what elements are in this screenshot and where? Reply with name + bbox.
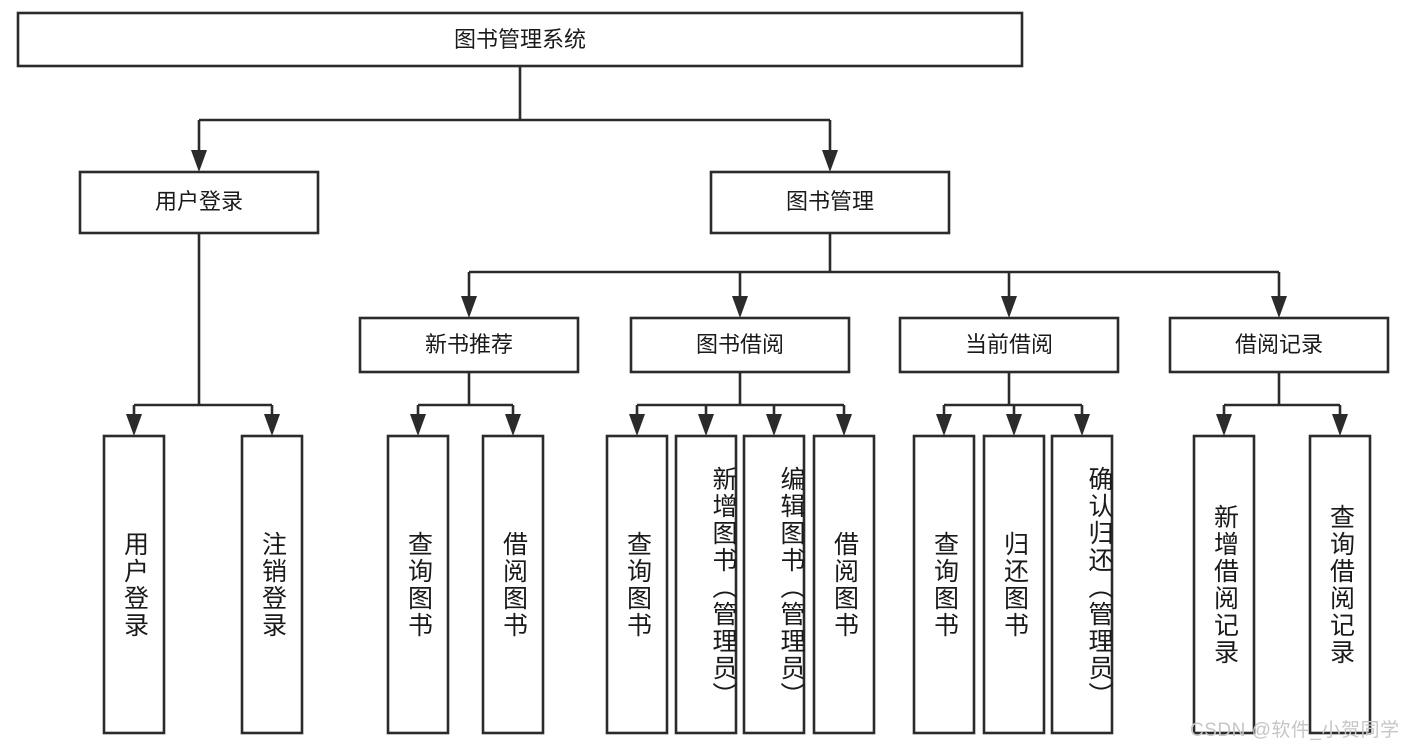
arrow-head-userlogin-0 (126, 414, 142, 436)
arrow-head-currentborrow-1 (1006, 414, 1022, 436)
node-borrow-record-box[interactable] (1168, 316, 1390, 374)
node-new-book-recommend[interactable]: 新书推荐 (358, 316, 580, 374)
leaf-box-book-borrow-3[interactable] (812, 434, 876, 735)
node-root[interactable]: 图书管理系统 (16, 11, 1024, 68)
node-new-book-recommend-label: 新书推荐 (425, 332, 513, 357)
csdn-watermark: CSDN @软件_小贺同学 (1190, 720, 1400, 741)
arrow-head-l1-1 (822, 150, 838, 172)
node-root-label: 图书管理系统 (454, 27, 586, 52)
leaf-box-current-borrow-0[interactable] (912, 434, 976, 735)
connector-group-book-manage (461, 233, 1287, 318)
node-user-login-box[interactable] (78, 170, 320, 235)
node-user-login-label: 用户登录 (155, 189, 243, 214)
node-borrow-record-label: 借阅记录 (1235, 332, 1323, 357)
connector-group-current-borrow (936, 372, 1090, 436)
leaf-box-new-book-0[interactable] (386, 434, 450, 735)
node-current-borrow[interactable]: 当前借阅 (898, 316, 1120, 374)
leaf-box-book-borrow-2[interactable] (742, 434, 806, 735)
connector-group-user-login (126, 233, 280, 436)
node-book-manage-label: 图书管理 (786, 189, 874, 214)
arrow-head-userlogin-1 (264, 414, 280, 436)
arrow-head-l2-2 (1001, 296, 1017, 318)
connector-group-root (191, 66, 838, 172)
connector-group-new-book (410, 372, 521, 436)
leaf-box-book-borrow-1[interactable] (674, 434, 738, 735)
node-borrow-record[interactable]: 借阅记录 (1168, 316, 1390, 374)
leaf-box-new-book-1[interactable] (481, 434, 545, 735)
arrow-head-currentborrow-0 (936, 414, 952, 436)
leaf-box-current-borrow-2[interactable] (1050, 434, 1114, 735)
arrow-head-bookborrow-1 (698, 414, 714, 436)
arrow-head-newbook-1 (505, 414, 521, 436)
leaf-box-user-login-1[interactable] (240, 434, 304, 735)
connector-group-book-borrow (629, 372, 852, 436)
arrow-head-l2-1 (732, 296, 748, 318)
leaf-box-user-login-0[interactable] (102, 434, 166, 735)
node-book-borrow[interactable]: 图书借阅 (629, 316, 851, 374)
arrow-head-newbook-0 (410, 414, 426, 436)
arrow-head-bookborrow-0 (629, 414, 645, 436)
leaf-box-book-borrow-0[interactable] (605, 434, 669, 735)
arrow-head-borrowrecord-0 (1216, 414, 1232, 436)
arrow-head-l2-3 (1271, 296, 1287, 318)
node-book-manage[interactable]: 图书管理 (709, 170, 951, 235)
leaf-box-current-borrow-1[interactable] (982, 434, 1046, 735)
leaf-box-borrow-record-1[interactable] (1308, 434, 1372, 735)
node-book-borrow-label: 图书借阅 (696, 332, 784, 357)
arrow-head-currentborrow-2 (1074, 414, 1090, 436)
arrow-head-l1-0 (191, 150, 207, 172)
arrow-head-bookborrow-3 (836, 414, 852, 436)
node-new-book-recommend-box[interactable] (358, 316, 580, 374)
node-book-borrow-box[interactable] (629, 316, 851, 374)
arrow-head-bookborrow-2 (766, 414, 782, 436)
connector-group-borrow-record (1216, 372, 1348, 436)
node-book-manage-box[interactable] (709, 170, 951, 235)
node-current-borrow-label: 当前借阅 (965, 332, 1053, 357)
node-current-borrow-box[interactable] (898, 316, 1120, 374)
node-user-login[interactable]: 用户登录 (78, 170, 320, 235)
arrow-head-l2-0 (461, 296, 477, 318)
arrow-head-borrowrecord-1 (1332, 414, 1348, 436)
leaf-box-borrow-record-0[interactable] (1192, 434, 1256, 735)
node-root-box[interactable] (16, 11, 1024, 68)
